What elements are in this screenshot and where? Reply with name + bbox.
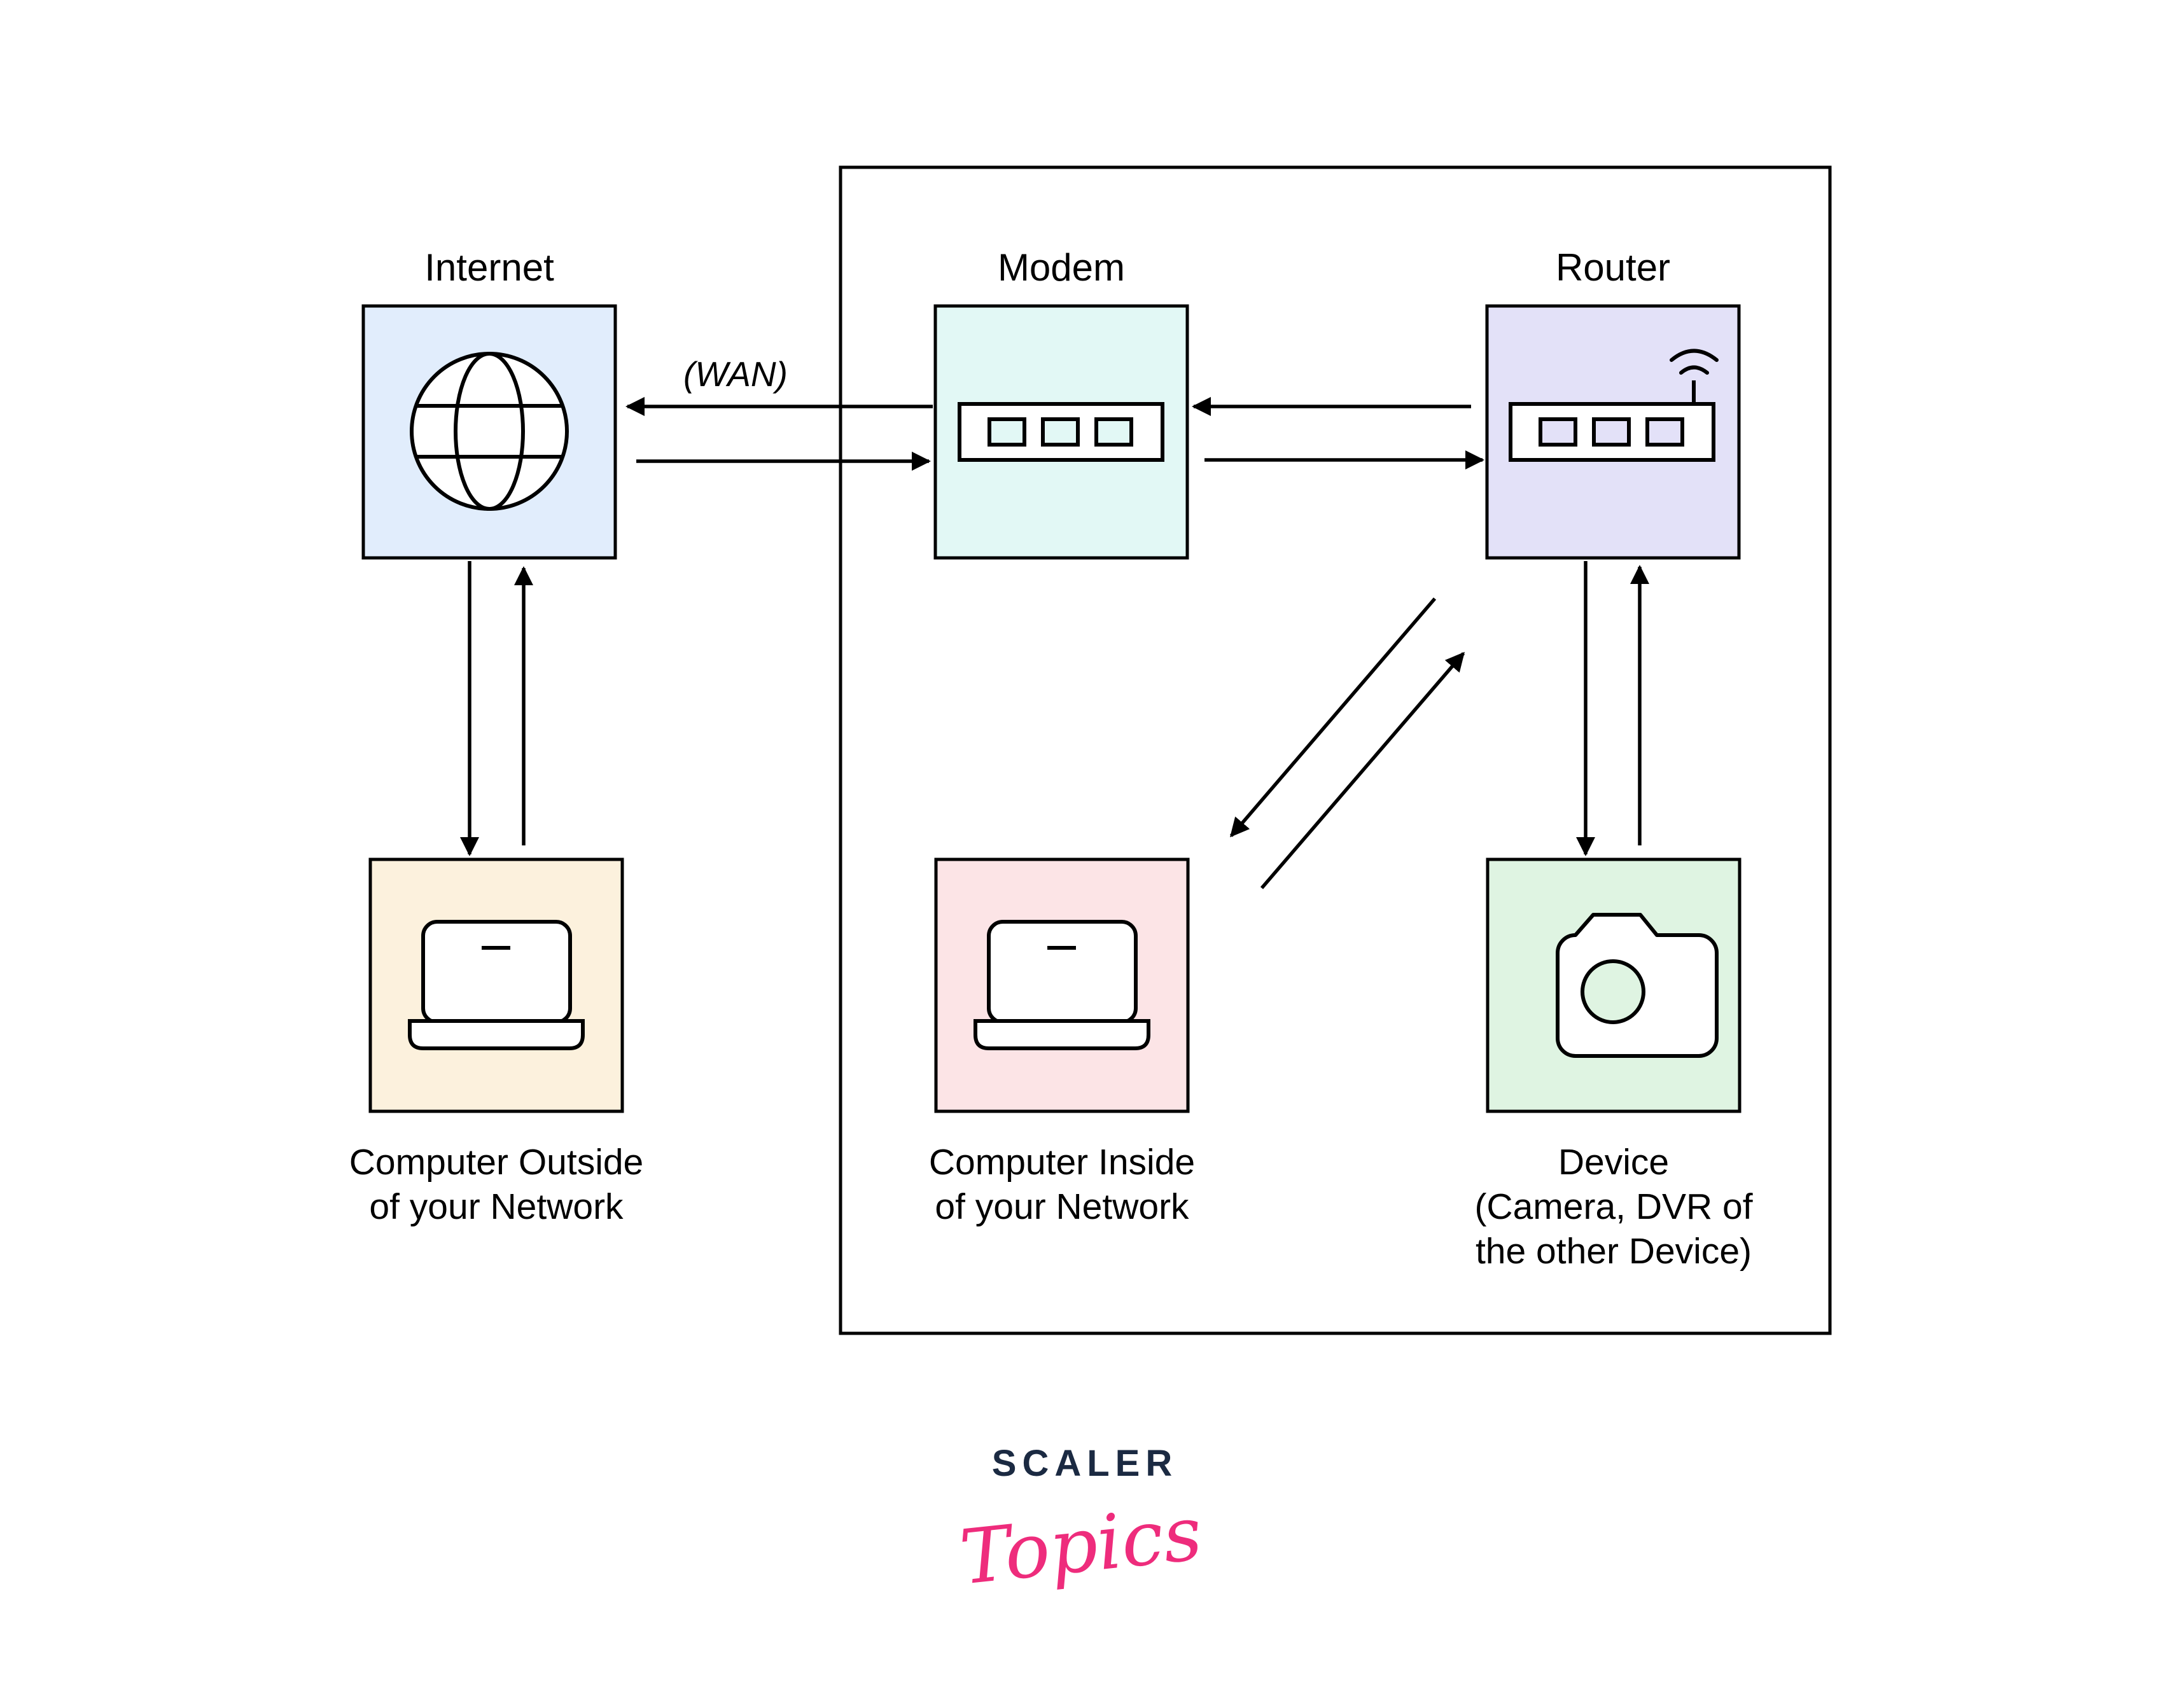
computer-outside-label-line1: Computer Outside [349,1142,644,1183]
connection-arrows [459,396,1650,889]
node-modem: Modem [933,246,1189,560]
wan-label: (WAN) [683,354,788,394]
modem-icon [958,402,1164,462]
node-router: Router [1485,246,1741,560]
node-device: Device (Camera, DVR of the other Device) [1474,857,1753,1272]
computer-inside-label-line2: of your Network [935,1186,1189,1227]
device-label-line2: (Camera, DVR of [1474,1186,1752,1227]
node-computer-outside: Computer Outside of your Network [349,857,644,1227]
topics-wordmark: Topics [956,1489,1206,1602]
arrow-router-to-computer-inside [1229,597,1437,838]
modem-label: Modem [998,246,1125,289]
wifi-signal-icon [1670,349,1719,405]
scaler-wordmark: SCALER [992,1443,1178,1484]
scaler-topics-logo: SCALER Topics [956,1443,1206,1602]
laptop-icon [974,920,1150,1050]
node-computer-inside: Computer Inside of your Network [929,857,1195,1227]
globe-icon [410,352,569,511]
computer-outside-label-line2: of your Network [369,1186,624,1227]
router-icon [1509,349,1719,462]
device-label-line1: Device [1558,1142,1669,1183]
router-label: Router [1556,246,1670,289]
device-label-line3: the other Device) [1476,1231,1752,1272]
internet-label: Internet [424,246,554,289]
node-internet: Internet [361,246,617,560]
camera-icon [1556,913,1719,1058]
arrow-computer-inside-to-router [1260,651,1465,889]
computer-inside-label-line1: Computer Inside [929,1142,1195,1183]
laptop-icon [408,920,585,1050]
